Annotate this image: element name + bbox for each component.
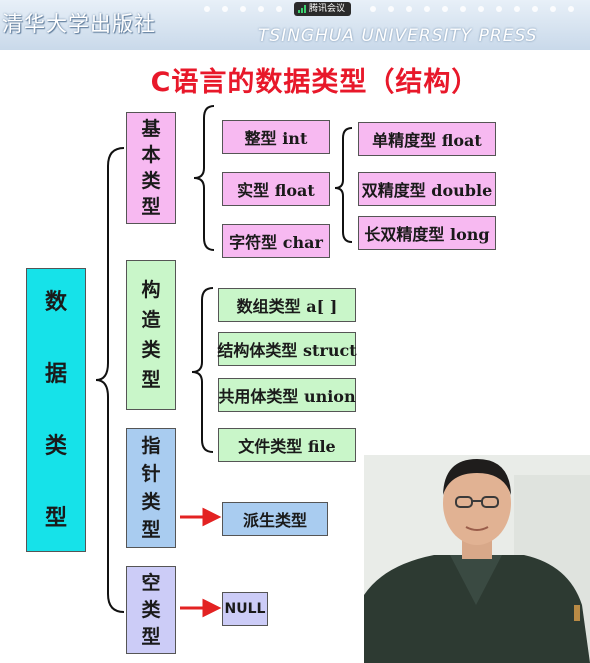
meeting-indicator[interactable]: 腾讯会议 xyxy=(294,2,352,16)
root-char: 据 xyxy=(44,361,67,387)
basic-brace xyxy=(193,105,215,251)
category-char: 类 xyxy=(141,491,161,513)
category-char: 空 xyxy=(141,571,161,594)
presenter-video xyxy=(364,455,590,663)
category-char: 类 xyxy=(141,170,161,192)
root-data-types: 数 据 类 型 xyxy=(26,268,86,552)
category-char: 基 xyxy=(141,118,161,140)
type-double: 双精度型 double xyxy=(358,172,496,206)
category-basic: 基 本 类 型 xyxy=(126,112,176,224)
float-brace xyxy=(334,127,353,243)
type-struct: 结构体类型 struct xyxy=(217,332,357,366)
category-void: 空 类 型 xyxy=(126,566,176,654)
type-char: 字符型 char xyxy=(222,224,330,258)
category-char: 构 xyxy=(141,279,161,301)
category-char: 指 xyxy=(141,435,161,457)
category-pointer: 指 针 类 型 xyxy=(126,428,176,548)
pointer-arrow-head xyxy=(202,507,222,527)
category-char: 本 xyxy=(141,144,161,166)
banner-dots xyxy=(200,6,580,12)
publisher-name: 清华大学出版社 xyxy=(2,12,156,36)
root-char: 数 xyxy=(44,289,67,315)
type-null: NULL xyxy=(222,592,268,626)
category-char: 型 xyxy=(141,369,161,391)
type-int: 整型 int xyxy=(222,120,330,154)
type-long-double: 长双精度型 long xyxy=(358,216,496,250)
type-float: 实型 float xyxy=(222,172,330,206)
type-file: 文件类型 file xyxy=(218,428,356,462)
void-arrow-head xyxy=(202,598,222,618)
type-single-float: 单精度型 float xyxy=(358,122,496,156)
root-brace xyxy=(95,147,125,613)
meeting-label: 腾讯会议 xyxy=(309,4,346,14)
category-char: 类 xyxy=(141,598,161,621)
signal-icon xyxy=(298,5,306,13)
publisher-banner: 清华大学出版社 TSINGHUA UNIVERSITY PRESS 腾讯会议 xyxy=(0,0,590,50)
type-array: 数组类型 a[ ] xyxy=(218,288,356,322)
category-char: 类 xyxy=(141,339,161,361)
category-constructed: 构 造 类 型 xyxy=(126,260,176,410)
root-char: 型 xyxy=(44,505,67,531)
category-char: 型 xyxy=(141,519,161,541)
slide-title: C语言的数据类型（结构） xyxy=(150,67,480,98)
category-char: 型 xyxy=(141,625,161,648)
category-char: 针 xyxy=(141,463,161,485)
constructed-brace xyxy=(191,287,214,453)
category-char: 造 xyxy=(141,309,161,331)
root-char: 类 xyxy=(44,433,67,459)
category-char: 型 xyxy=(141,196,161,218)
type-derived: 派生类型 xyxy=(222,502,328,536)
press-name: TSINGHUA UNIVERSITY PRESS xyxy=(258,26,538,46)
type-union: 共用体类型 union xyxy=(218,378,356,412)
